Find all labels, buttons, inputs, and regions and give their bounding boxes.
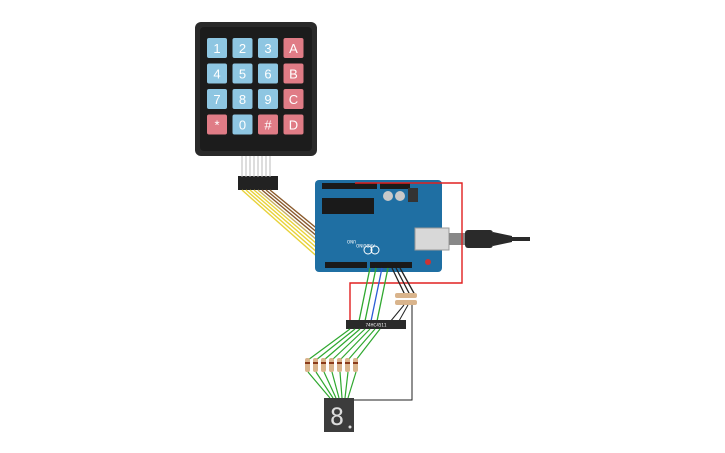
resistor-band	[353, 362, 358, 364]
seven-segment-display[interactable]: 8	[324, 398, 354, 432]
keypad-key[interactable]: 0	[232, 114, 253, 135]
keypad-key-label: 3	[264, 41, 271, 56]
arduino-brand-label: ARDUINO	[356, 243, 375, 248]
keypad-key-label: 7	[213, 92, 220, 107]
segment-resistor[interactable]	[321, 358, 326, 372]
usb-cable[interactable]	[449, 230, 530, 248]
keypad-key-label: 4	[213, 67, 220, 82]
segment-resistor[interactable]	[305, 358, 310, 372]
keypad-key[interactable]: A	[283, 38, 304, 58]
keypad-key-label: 5	[239, 67, 246, 82]
keypad-key[interactable]: 5	[232, 63, 253, 84]
keypad-key[interactable]: 3	[258, 38, 278, 58]
keypad-key[interactable]: 6	[258, 63, 278, 84]
keypad-key-label: *	[214, 118, 219, 133]
keypad-key[interactable]: *	[207, 114, 227, 135]
keypad-key-label: 1	[213, 41, 220, 56]
segment-resistor[interactable]	[329, 358, 334, 372]
display-digit: 8	[330, 403, 344, 431]
keypad-key[interactable]: #	[258, 114, 278, 135]
display-wires[interactable]	[307, 371, 357, 399]
resistor-band	[321, 362, 326, 364]
power-wire[interactable]	[349, 182, 463, 326]
keypad-key-label: 9	[264, 92, 271, 107]
decoder-chip[interactable]: 74HC4511	[346, 320, 406, 329]
keypad[interactable]: 1 2 3 A 4 5 6 B 7 8 9 C * 0 # D	[195, 22, 317, 156]
segment-wires[interactable]	[307, 328, 381, 361]
keypad-key[interactable]: 7	[207, 89, 227, 109]
segment-resistor[interactable]	[313, 358, 318, 372]
keypad-key[interactable]: D	[283, 114, 304, 135]
segment-resistor[interactable]	[337, 358, 342, 372]
keypad-key-label: 8	[239, 92, 246, 107]
segment-resistors	[305, 358, 358, 372]
keypad-key-label: 0	[239, 118, 246, 133]
keypad-connector	[238, 156, 278, 190]
keypad-key-label: D	[289, 118, 298, 133]
keypad-key-label: B	[289, 67, 298, 82]
keypad-key[interactable]: C	[283, 89, 304, 109]
keypad-key[interactable]: 2	[232, 38, 253, 58]
keypad-key-label: 6	[264, 67, 271, 82]
keypad-key[interactable]: B	[283, 63, 304, 84]
resistor-band	[337, 362, 342, 364]
resistor-band	[313, 362, 318, 364]
segment-resistor[interactable]	[345, 358, 350, 372]
resistor-band	[345, 362, 350, 364]
resistor-band	[305, 362, 310, 364]
arduino-model-label: UNO	[347, 239, 356, 244]
resistor-band	[329, 362, 334, 364]
keypad-key[interactable]: 9	[258, 89, 278, 109]
arduino-board[interactable]: UNO ARDUINO	[315, 180, 450, 272]
keypad-key-label: C	[289, 92, 298, 107]
keypad-key[interactable]: 4	[207, 63, 227, 84]
resistors-right	[354, 293, 417, 401]
keypad-key-label: 2	[239, 41, 246, 56]
keypad-key-label: #	[264, 118, 272, 133]
segment-resistor[interactable]	[353, 358, 358, 372]
keypad-key-label: A	[289, 41, 298, 56]
decoder-label: 74HC4511	[365, 323, 387, 328]
decoder-wires[interactable]	[357, 267, 416, 327]
keypad-key[interactable]: 1	[207, 38, 227, 58]
keypad-key[interactable]: 8	[232, 89, 253, 109]
